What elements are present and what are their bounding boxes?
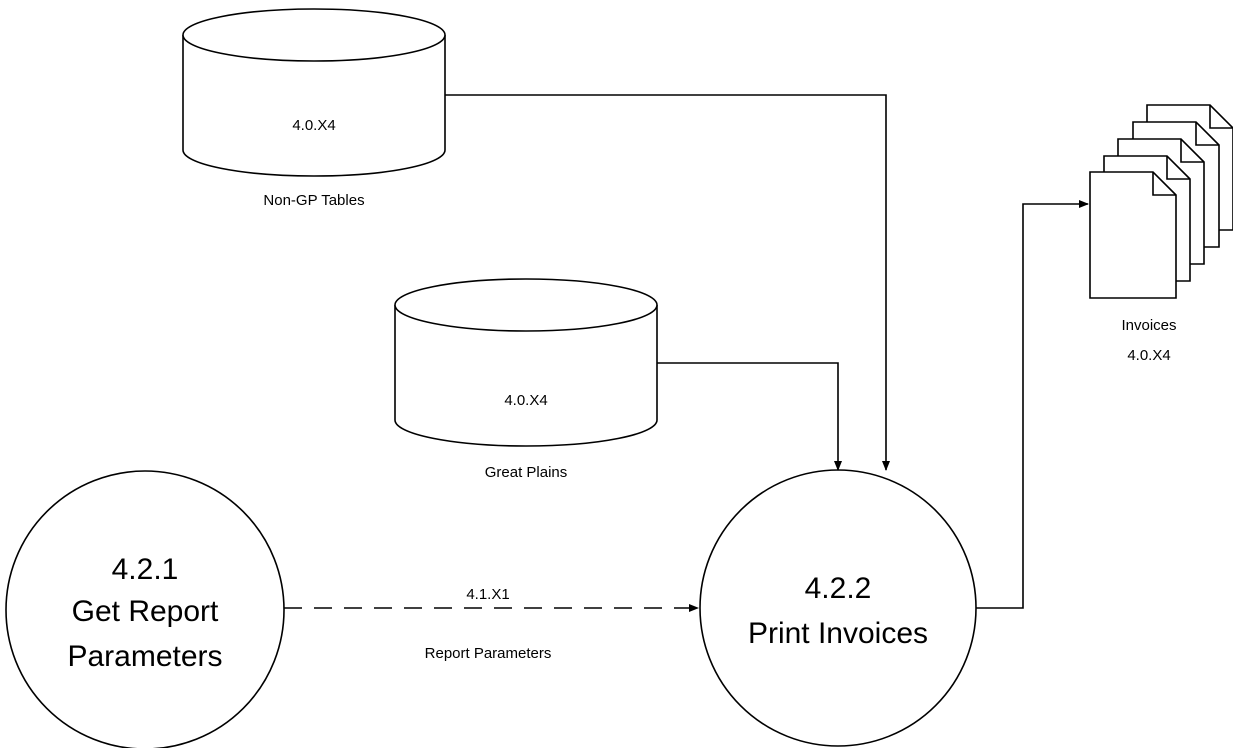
- process-421-line2: Parameters: [67, 640, 222, 673]
- invoices-code: 4.0.X4: [1127, 347, 1170, 364]
- great-plains-store[interactable]: 4.0.X4: [394, 278, 658, 447]
- process-print-invoices[interactable]: 4.2.2 Print Invoices: [699, 469, 977, 747]
- flow-nongp-to-print: [445, 94, 890, 471]
- nongp-store-caption: Non-GP Tables: [263, 192, 364, 209]
- gp-store-caption: Great Plains: [485, 464, 568, 481]
- invoices-caption: Invoices: [1121, 317, 1176, 334]
- flow-params-code: 4.1.X1: [466, 586, 509, 603]
- process-421-line1: Get Report: [72, 595, 219, 628]
- process-422-number: 4.2.2: [805, 572, 872, 605]
- process-422-line1: Print Invoices: [748, 617, 928, 650]
- process-get-report-parameters[interactable]: 4.2.1 Get Report Parameters: [5, 470, 285, 748]
- nongp-store-code: 4.0.X4: [292, 117, 335, 134]
- flow-params-label: Report Parameters: [425, 645, 552, 662]
- flow-gp-to-print: [657, 362, 842, 471]
- invoices-document-stack[interactable]: [1089, 104, 1233, 299]
- gp-store-code: 4.0.X4: [504, 392, 547, 409]
- nongp-tables-store[interactable]: 4.0.X4: [182, 8, 446, 177]
- flow-print-to-invoices: [976, 200, 1089, 609]
- process-421-number: 4.2.1: [112, 553, 179, 586]
